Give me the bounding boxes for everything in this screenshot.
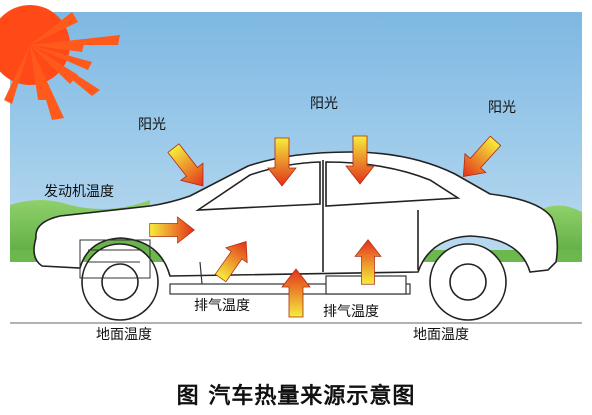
sun-label-right: 阳光: [488, 100, 516, 116]
figure-caption: 图 汽车热量来源示意图: [176, 384, 416, 409]
exhaust-temp-label-left: 排气温度: [194, 298, 250, 314]
sun-label-center: 阳光: [310, 96, 338, 112]
engine-temp-label: 发动机温度: [44, 184, 114, 200]
front-wheel: [81, 243, 159, 321]
rear-wheel: [429, 243, 507, 321]
ground-temp-label-right: 地面温度: [413, 327, 469, 343]
exhaust-temp-label-right: 排气温度: [323, 304, 379, 320]
sun-icon: [0, 5, 120, 120]
sun-label-left: 阳光: [138, 117, 166, 133]
ground-temp-label-left: 地面温度: [96, 327, 152, 343]
